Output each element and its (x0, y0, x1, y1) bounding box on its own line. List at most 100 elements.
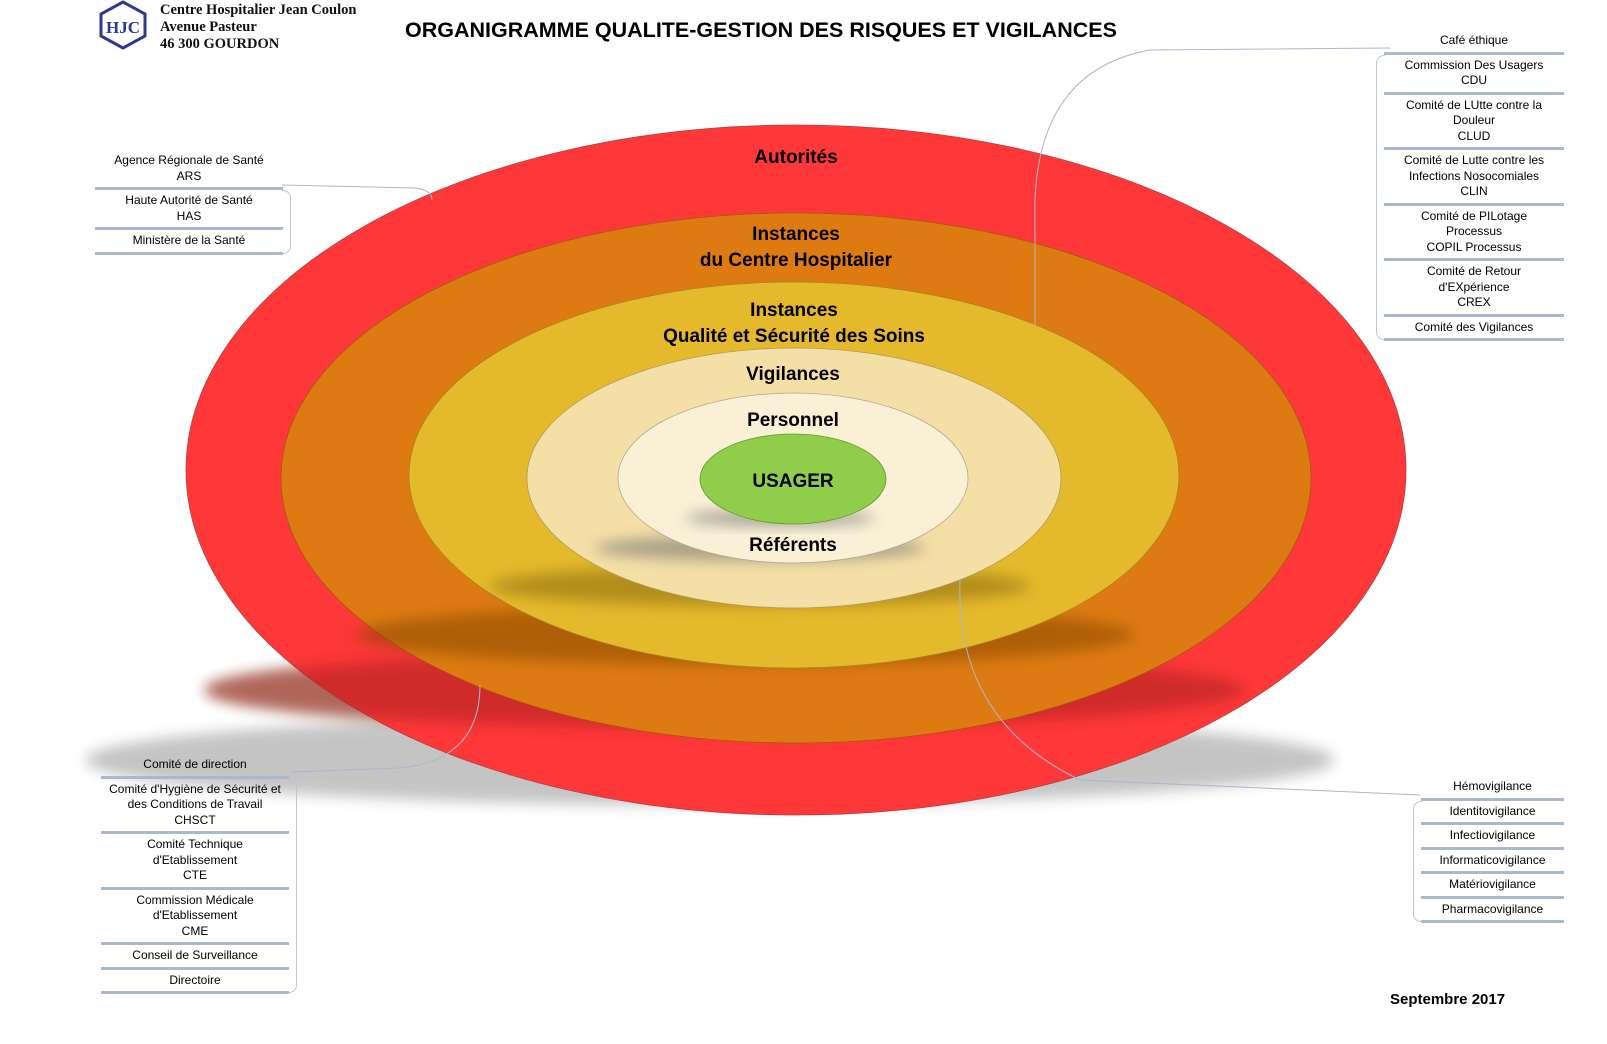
ring-label-line: Personnel (747, 410, 839, 431)
connector-autorites (281, 184, 433, 201)
ring-label-line: Instances (752, 224, 840, 245)
list-bracket (282, 190, 291, 254)
org-city: 46 300 GOURDON (160, 36, 280, 52)
list-item: Informaticovigilance (1421, 850, 1564, 874)
list-item-line: COPIL Processus (1426, 239, 1522, 254)
list-item-line: d'Etablissement (152, 908, 238, 922)
label-usager: USAGER (752, 471, 834, 492)
list-item-line: Haute Autorité de Santé (125, 193, 253, 207)
list-item-line: Commission Médicale (136, 892, 254, 907)
ring-label-line: USAGER (752, 471, 834, 492)
connector-qualite (1034, 47, 1391, 325)
list-item-line: CLUD (1457, 128, 1491, 143)
list-item: Identitovigilance (1421, 801, 1564, 825)
list-item-line: ARS (176, 168, 202, 183)
list-item-line: CHSCT (174, 812, 216, 827)
list-item-line: Agence Régionale de Santé (114, 153, 264, 167)
list-item: Comité de direction (101, 754, 289, 779)
list-item-line: Comité Technique (147, 837, 243, 851)
list-item-line: Hémovigilance (1453, 779, 1532, 793)
page-title: ORGANIGRAMME QUALITE-GESTION DES RISQUES… (405, 18, 1117, 42)
ring-label-line: Instances (750, 300, 838, 321)
label-personnel: Personnel (747, 410, 839, 431)
core-usager (699, 433, 887, 525)
connector-vigilances (959, 579, 1421, 796)
ring-label-line: du Centre Hospitalier (700, 250, 893, 271)
label-vigilances: Vigilances (746, 364, 840, 385)
list-item-line: Comité des Vigilances (1414, 319, 1534, 334)
ring-label-line: Autorités (754, 147, 837, 168)
list-item-line: Conseil de Surveillance (132, 948, 258, 962)
list-bracket (1376, 55, 1385, 340)
list-item-line: d'Etablissement (152, 852, 238, 867)
list-item-line: Comité de Lutte contre les (1403, 153, 1545, 167)
list-item-line: CME (181, 923, 209, 938)
list-item: Comité des Vigilances (1384, 317, 1564, 341)
list-item: Hémovigilance (1421, 776, 1564, 801)
list-item: Infectiovigilance (1421, 825, 1564, 850)
hospital-address: Centre Hospitalier Jean Coulon Avenue Pa… (160, 2, 356, 53)
list-item-line: Infectiovigilance (1449, 828, 1536, 842)
list-item-line: Infections Nosocomiales (1408, 168, 1540, 183)
list-item-line: Matériovigilance (1449, 877, 1536, 891)
list-item-line: CLIN (1460, 184, 1488, 198)
list-item-line: CTE (183, 868, 207, 882)
label-referents: Référents (749, 535, 837, 556)
list-item-line: CDU (1461, 73, 1487, 87)
ring-label-line: Vigilances (746, 364, 840, 385)
list-item-line: Informaticovigilance (1439, 852, 1546, 867)
list-bracket (1413, 801, 1422, 922)
logo-letters: HJC (106, 18, 140, 37)
list-item-line: CREX (1457, 295, 1491, 309)
list-item-line: Café éthique (1439, 33, 1509, 47)
ring-label-line: Qualité et Sécurité des Soins (663, 326, 925, 347)
list-item: Ministère de la Santé (95, 230, 283, 255)
list-item-line: Pharmacovigilance (1441, 901, 1544, 916)
list-item: Matériovigilance (1421, 874, 1564, 899)
org-name: Centre Hospitalier Jean Coulon (160, 2, 357, 18)
list-item-line: Comité de direction (143, 757, 247, 771)
org-street: Avenue Pasteur (160, 19, 257, 35)
publication-date: Septembre 2017 (1390, 991, 1506, 1008)
list-item-line: des Conditions de Travail (127, 797, 263, 811)
label-instances-ch: Instances du Centre Hospitalier (700, 224, 893, 271)
list-item-line: Comité d'Hygiène de Sécurité et (109, 781, 281, 796)
list-item-line: Directoire (169, 972, 221, 987)
list-item-line: Comité de PILotage (1420, 208, 1528, 223)
list-item-line: Douleur (1452, 113, 1496, 127)
list-item-line: Processus (1445, 224, 1503, 238)
list-item: Café éthique (1384, 30, 1564, 55)
list-bracket (288, 779, 297, 993)
list-item-line: Commission Des Usagers (1404, 57, 1544, 72)
list-item: Pharmacovigilance (1421, 899, 1564, 923)
list-item-line: d'EXpérience (1438, 279, 1510, 294)
list-item-line: Ministère de la Santé (132, 233, 246, 247)
list-item-line: Comité de Retour (1426, 264, 1522, 278)
list-item-line: HAS (176, 208, 202, 223)
label-autorites: Autorités (754, 147, 837, 168)
list-item-line: Comité de LUtte contre la (1405, 97, 1543, 112)
ring-label-line: Référents (749, 535, 837, 556)
list-item: Directoire (101, 970, 289, 994)
connector-instances-ch (289, 684, 481, 773)
hospital-logo: HJC (99, 0, 147, 50)
list-item: Conseil de Surveillance (101, 945, 289, 970)
list-item-line: Identitovigilance (1449, 803, 1536, 818)
